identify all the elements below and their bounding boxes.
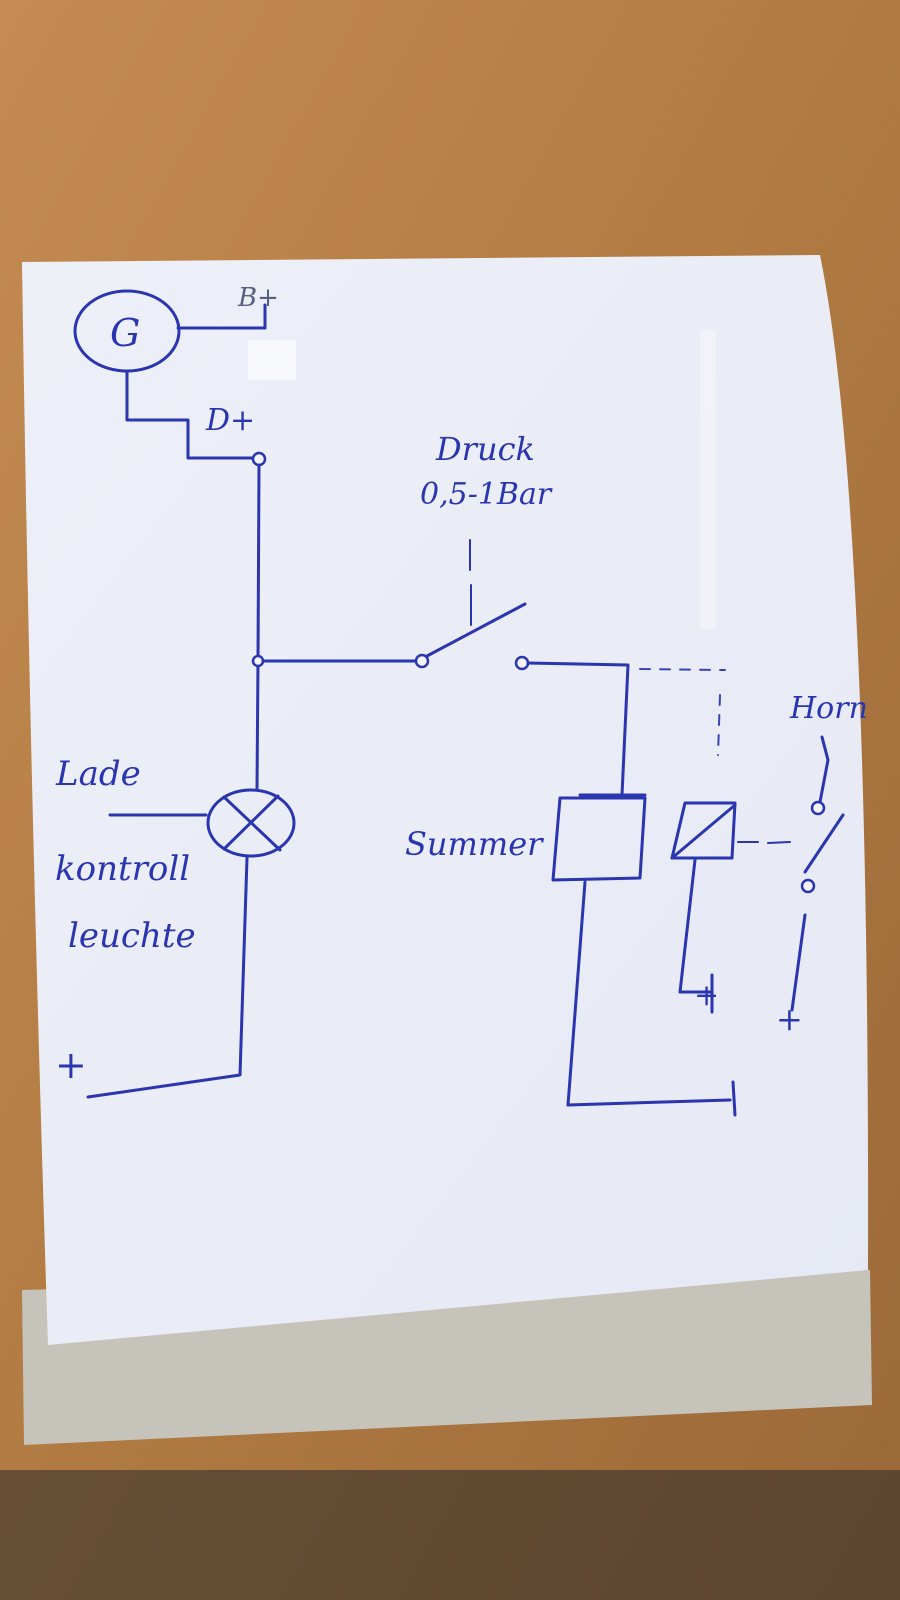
relay-link-dashes: [737, 841, 791, 844]
label-plus-relay: +: [694, 978, 719, 1013]
label-lamp-tag: Lade: [55, 754, 141, 794]
relay-coil-icon: [670, 801, 737, 860]
wire-generator-d-plus: [125, 370, 257, 460]
tape-strip-right: [700, 330, 716, 630]
generator-symbol: G: [73, 289, 181, 373]
label-d-plus: D+: [205, 403, 255, 438]
label-plus-left: +: [55, 1043, 87, 1087]
wire-horn-to-contact: [818, 735, 830, 804]
terminal-switch-right: [514, 655, 530, 671]
switch-actuator-dashes: [469, 539, 472, 626]
tape-strip-top: [248, 340, 296, 380]
label-lamp-name-line1: kontroll: [55, 849, 190, 889]
paper-sheet: [22, 255, 869, 1345]
wire-lamp-to-plus: [86, 856, 249, 1099]
wire-buzzer-ground: [566, 880, 732, 1107]
table-shadow: [0, 1470, 900, 1600]
terminal-horn-bottom: [800, 878, 816, 894]
wire-generator-b-plus: [176, 303, 267, 330]
wire-dashed-to-relay: [639, 668, 726, 671]
switch-open-icon: [425, 602, 527, 658]
wire-dashed-relay-down: [717, 694, 721, 756]
label-buzzer: Summer: [405, 825, 544, 863]
wire-horn-supply: [790, 913, 807, 1012]
terminal-horn-top: [810, 800, 826, 816]
relay-contact-blade: [803, 813, 845, 874]
terminal-switch-left: [414, 653, 430, 669]
wire-d-plus-down: [255, 463, 261, 792]
label-plus-horn: +: [776, 1000, 803, 1038]
lamp-cross-icon: [206, 788, 296, 858]
generator-label: G: [110, 311, 140, 355]
ground-mark: [731, 1080, 737, 1117]
label-lamp-name-line2: leuchte: [68, 916, 196, 956]
wire-relay-coil-down: [678, 858, 712, 994]
terminal-d-plus: [251, 451, 267, 467]
label-b-plus: B+: [237, 283, 279, 313]
label-pressure-switch-range: 0,5-1Bar: [420, 477, 553, 512]
buzzer-box: [551, 796, 647, 882]
wire-switch-to-buzzer: [526, 661, 630, 797]
label-horn: Horn: [789, 691, 868, 726]
label-pressure-switch-name: Druck: [435, 430, 535, 468]
